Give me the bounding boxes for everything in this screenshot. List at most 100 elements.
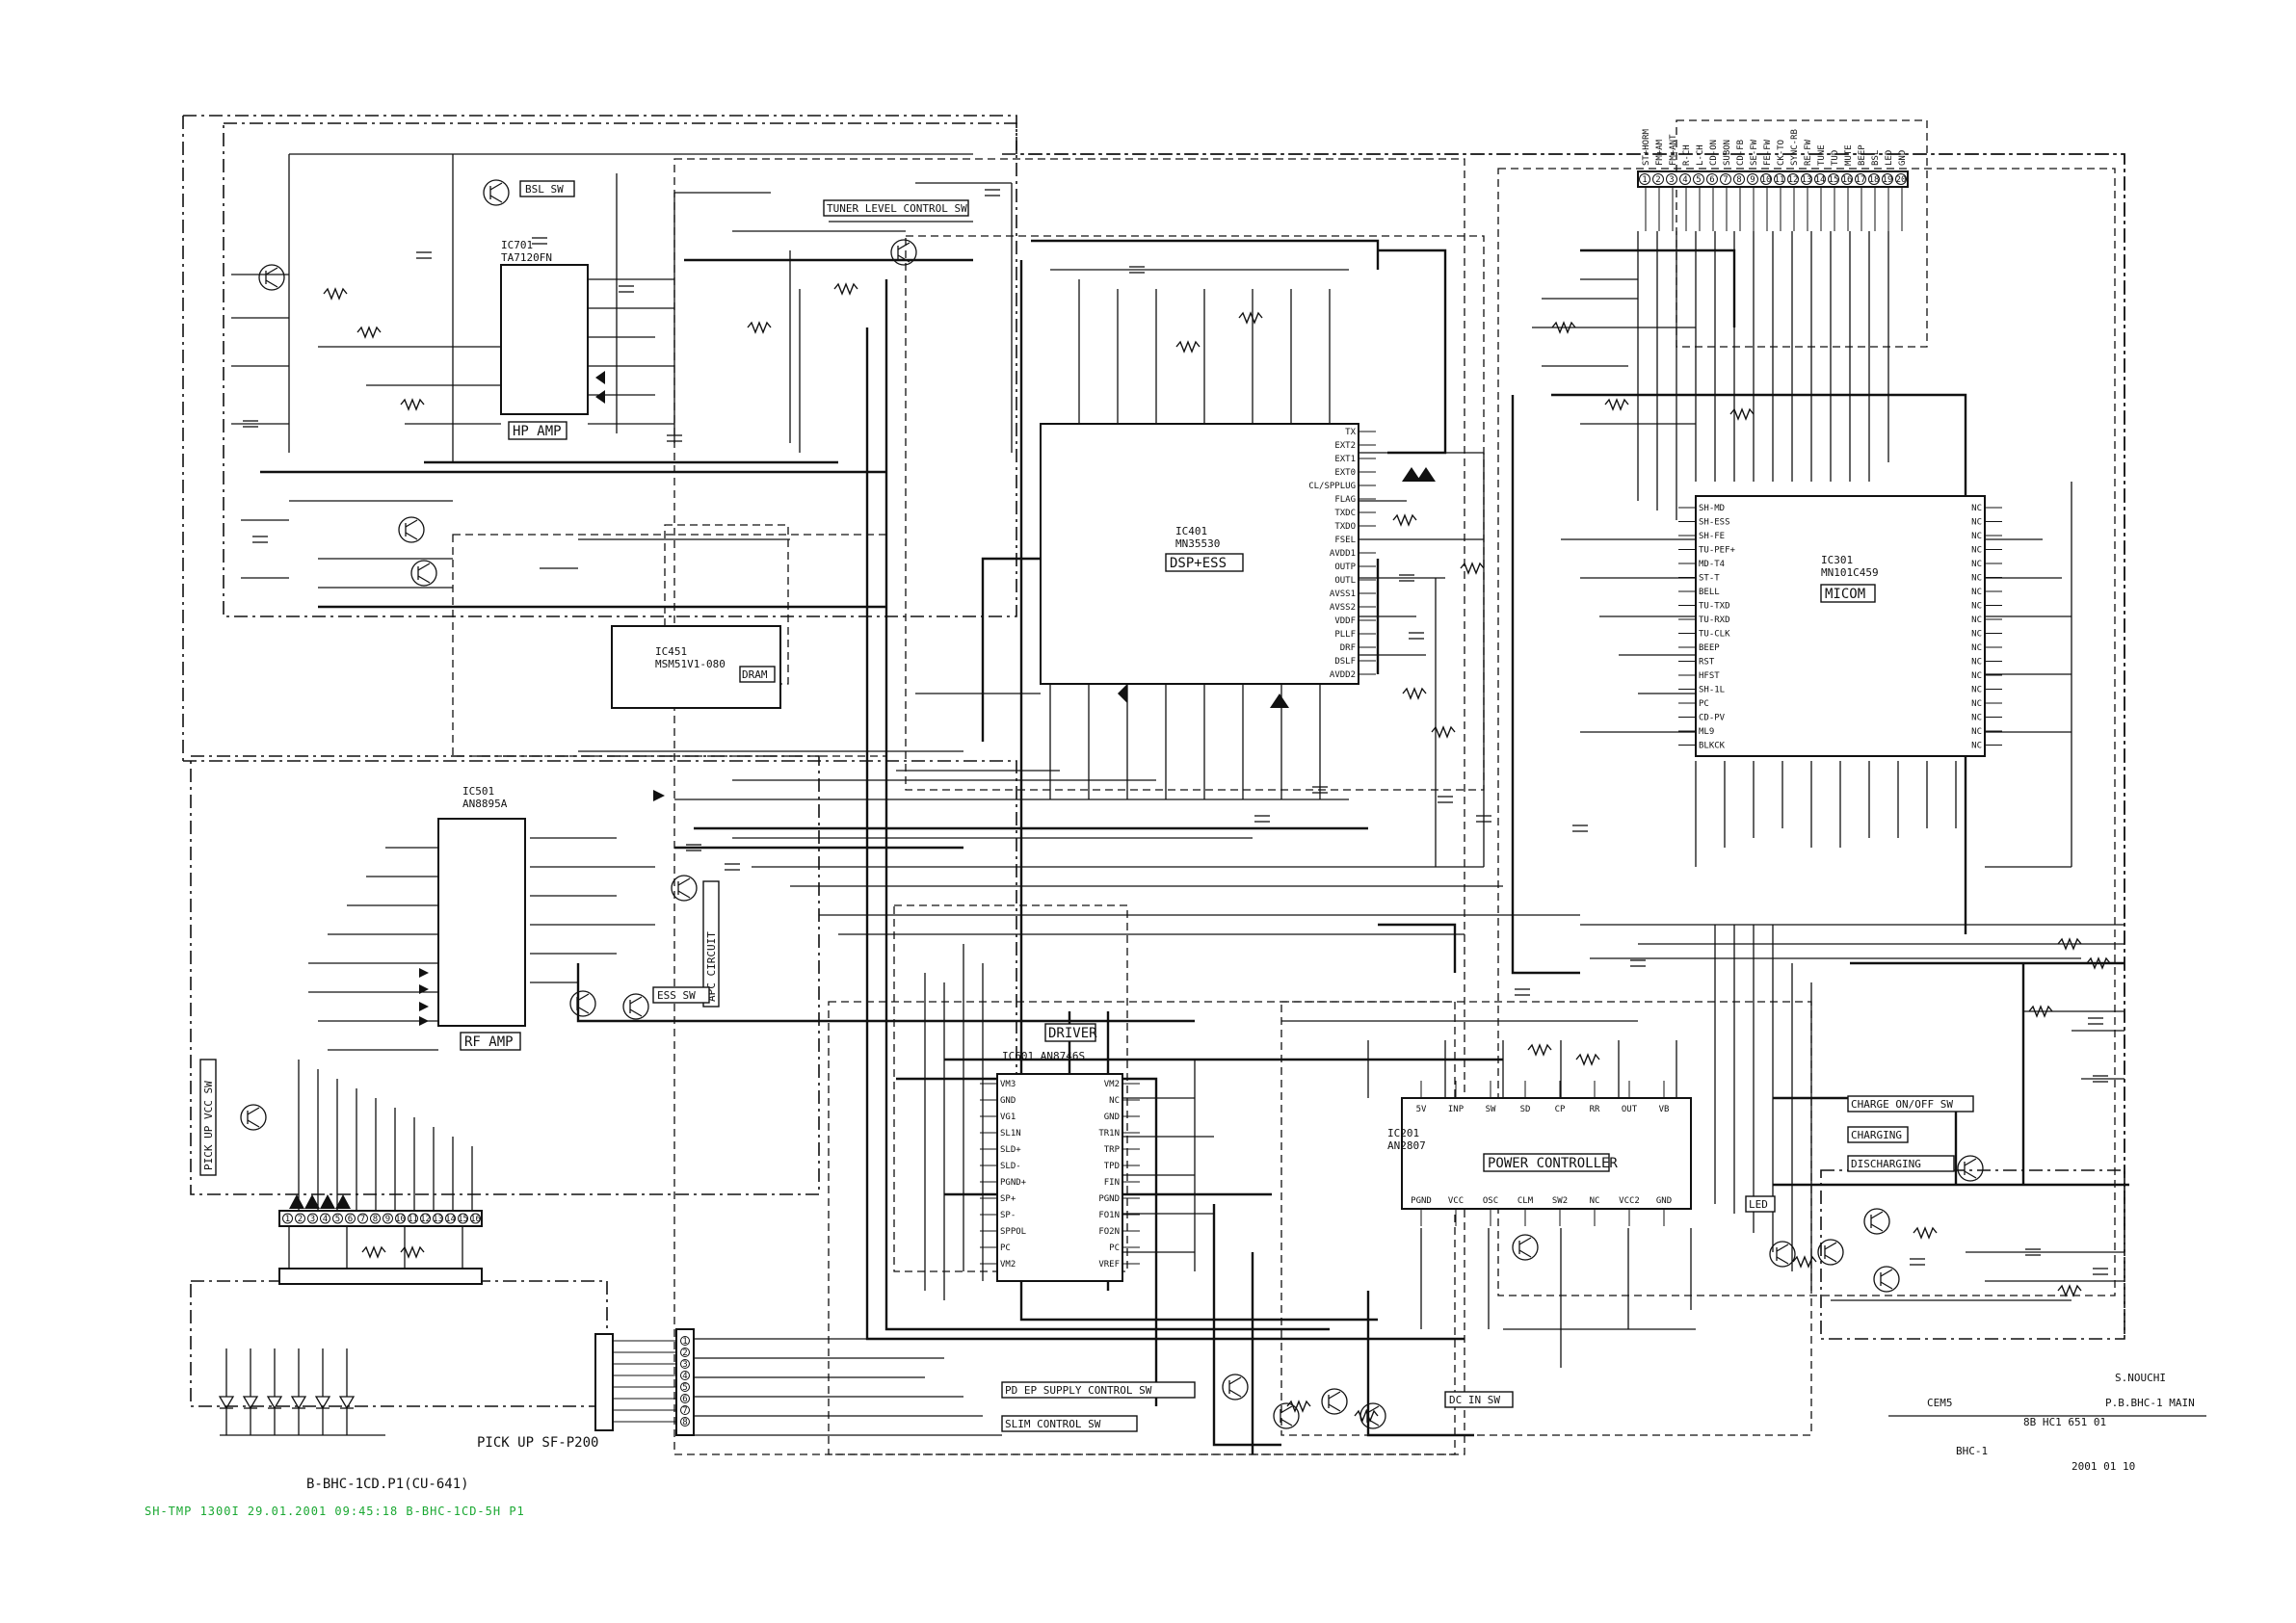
connector-pin <box>1666 173 1677 185</box>
pin-label: OUTL <box>1334 576 1356 586</box>
transistor-icon <box>1321 1388 1348 1415</box>
connector-pin <box>395 1213 406 1224</box>
pin-label: SP- <box>1000 1211 1016 1220</box>
connector-pin <box>680 1394 690 1403</box>
pin-label: SH-FE <box>1699 532 1725 541</box>
transistor-lead <box>405 519 418 528</box>
pin-label: DSLF <box>1334 657 1356 667</box>
pd-ep-supply-label: PD EP SUPPLY CONTROL SW <box>1005 1384 1152 1397</box>
resistor-icon <box>1527 1043 1552 1057</box>
function-labels: BSL SW TUNER LEVEL CONTROL SW APC CIRCUI… <box>199 180 1974 1492</box>
pin-label: SD <box>1520 1105 1531 1114</box>
pin-label: TRP <box>1104 1145 1121 1155</box>
connector-pin-number: 1 <box>1642 175 1647 185</box>
pin-label: FLAG <box>1334 495 1356 505</box>
resistor-icon <box>1238 311 1263 325</box>
pin-label: FO1N <box>1098 1211 1120 1220</box>
pin-label: EXT1 <box>1334 455 1356 464</box>
connector-signal-label: SUBON <box>1723 140 1732 166</box>
connector-signal-label: FM+AM <box>1655 139 1665 166</box>
connector-pin <box>1841 173 1853 185</box>
pin-label: TXDC <box>1334 509 1356 518</box>
connector-pin-number: 9 <box>385 1215 390 1224</box>
resistor-icon <box>1392 513 1417 527</box>
tuner-level-label: TUNER LEVEL CONTROL SW <box>827 202 967 215</box>
transistor-lead <box>1776 1256 1789 1265</box>
connector-signal-label: BSL <box>1871 150 1881 166</box>
resistor-icon <box>1431 725 1456 739</box>
pin-label: OUTP <box>1334 563 1356 572</box>
connector-pin-number: 12 <box>420 1215 431 1224</box>
transistor-lead <box>265 279 278 288</box>
transistor-lead <box>1366 1405 1380 1414</box>
pin-label: EXT0 <box>1334 468 1356 478</box>
pin-label: NC <box>1971 643 1982 653</box>
pin-label: EXT2 <box>1334 441 1356 451</box>
transistor-lead <box>417 563 431 571</box>
pin-label: NC <box>1971 532 1982 541</box>
transistor-icon <box>1273 1402 1300 1429</box>
pin-label: HFST <box>1699 671 1720 681</box>
ic701-func: HP AMP <box>513 424 562 439</box>
pin-label: RR <box>1590 1105 1600 1114</box>
transistor-lead <box>1328 1403 1341 1412</box>
resistor-icon <box>1792 1255 1817 1269</box>
pin-label: ST-T <box>1699 574 1720 584</box>
transistor-lead <box>265 267 278 275</box>
connector-pin-number: 6 <box>1709 175 1714 185</box>
connector-pin-number: 1 <box>682 1337 687 1347</box>
pin-label: SH-MD <box>1699 504 1725 513</box>
connector-pin <box>680 1417 690 1427</box>
pin-label: VB <box>1659 1105 1670 1114</box>
connector-pin-number: 10 <box>1761 175 1772 185</box>
pin-label: NC <box>1971 546 1982 556</box>
pin-label: BEEP <box>1699 643 1720 653</box>
ic601-left-pins: VM3GNDVG1SL1NSLD+SLD-PGND+SP+SP-SPPOLPCV… <box>980 1080 1027 1270</box>
transistor-lead <box>1870 1223 1884 1232</box>
connector-signal-label: CD-ON <box>1709 140 1719 166</box>
pin-label: NC <box>1971 727 1982 737</box>
pin-label: VCC <box>1448 1196 1464 1206</box>
connector-pin-number: 4 <box>1682 175 1687 185</box>
title-author: S.NOUCHI <box>2115 1372 2166 1384</box>
pin-label: NC <box>1971 588 1982 597</box>
pin-label: PC <box>1000 1243 1011 1253</box>
connector-pin-number: 13 <box>433 1215 443 1224</box>
charge-switch-label: CHARGE ON/OFF SW <box>1851 1098 1953 1111</box>
connector-signal-label: R-CH <box>1682 144 1692 166</box>
connector-pin <box>1747 173 1758 185</box>
connector-pin <box>680 1382 690 1392</box>
connector-pin <box>345 1213 356 1224</box>
connector-pin <box>383 1213 393 1224</box>
pickup-vcc-label: PICK UP VCC SW <box>202 1081 215 1170</box>
transistor-icon <box>1817 1239 1844 1266</box>
connector-pin-number: 7 <box>360 1215 365 1224</box>
connector-signal-label: RE-FW <box>1804 139 1813 166</box>
transistor-lead <box>576 1006 590 1014</box>
pin-label: TX <box>1345 428 1356 437</box>
ic501-func: RF AMP <box>464 1034 514 1050</box>
transistor-lead <box>247 1107 260 1115</box>
pin-label: GND <box>1656 1196 1672 1206</box>
transistor-lead <box>629 996 643 1005</box>
transistor-lead <box>897 242 910 250</box>
transistor-icon <box>622 993 649 1020</box>
resistor-icon <box>400 1245 425 1259</box>
connector-pin <box>1882 173 1893 185</box>
connector-signal-label: CD-FB <box>1736 140 1746 166</box>
transistor-lead <box>1518 1249 1532 1258</box>
footer-stamp: SH-TMP 1300I 29.01.2001 09:45:18 B-BHC-1… <box>145 1505 525 1518</box>
resistor-icon <box>2028 1005 2053 1018</box>
connector-pin-number: 15 <box>458 1215 468 1224</box>
connector-pin <box>470 1213 481 1224</box>
connector-signal-label: LED <box>1885 150 1894 166</box>
connector-pin-number: 13 <box>1802 175 1812 185</box>
pin-label: NC <box>1971 699 1982 709</box>
pin-label: NC <box>1971 630 1982 640</box>
transistor-icon <box>240 1104 267 1131</box>
